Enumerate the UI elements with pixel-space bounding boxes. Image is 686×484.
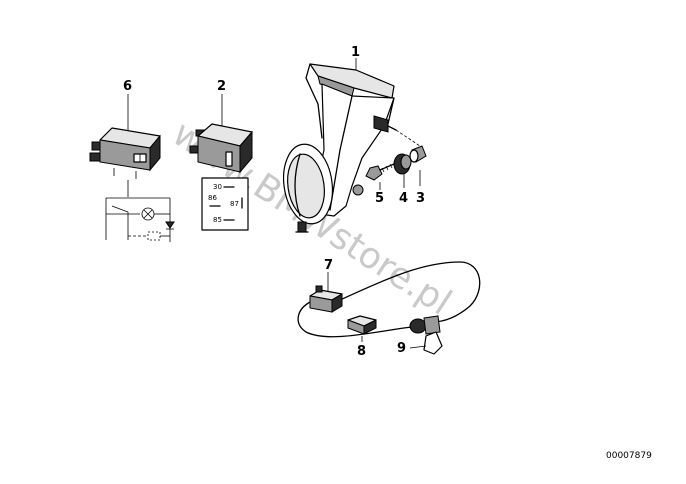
part-6-switch (89, 94, 161, 179)
callout-6: 6 (123, 79, 132, 94)
part-7-connector (309, 272, 343, 313)
switch-schematic (105, 180, 175, 242)
terminal-86-label: 86 (208, 194, 217, 202)
catalog-number: 00007879 (606, 451, 652, 461)
part-2-relay (189, 94, 253, 174)
part-9-plug (409, 315, 443, 355)
part-8-holder (347, 315, 377, 342)
callout-9: 9 (397, 341, 406, 356)
callout-5: 5 (375, 191, 384, 206)
callout-7: 7 (324, 258, 333, 273)
callout-2: 2 (217, 79, 226, 94)
part-3-nut (409, 145, 427, 186)
part-5-bolt (365, 163, 395, 190)
relay-terminal-diagram: 30 86 87 85 (201, 177, 249, 231)
terminal-87-label: 87 (230, 200, 239, 208)
part-1-horn (282, 58, 421, 233)
callout-1: 1 (351, 45, 360, 60)
terminal-85-label: 85 (213, 216, 222, 224)
callout-3: 3 (416, 191, 425, 206)
terminal-30-label: 30 (213, 183, 222, 191)
callout-4: 4 (399, 191, 408, 206)
callout-8: 8 (357, 344, 366, 359)
part-4-rubber-spacer (393, 153, 412, 188)
